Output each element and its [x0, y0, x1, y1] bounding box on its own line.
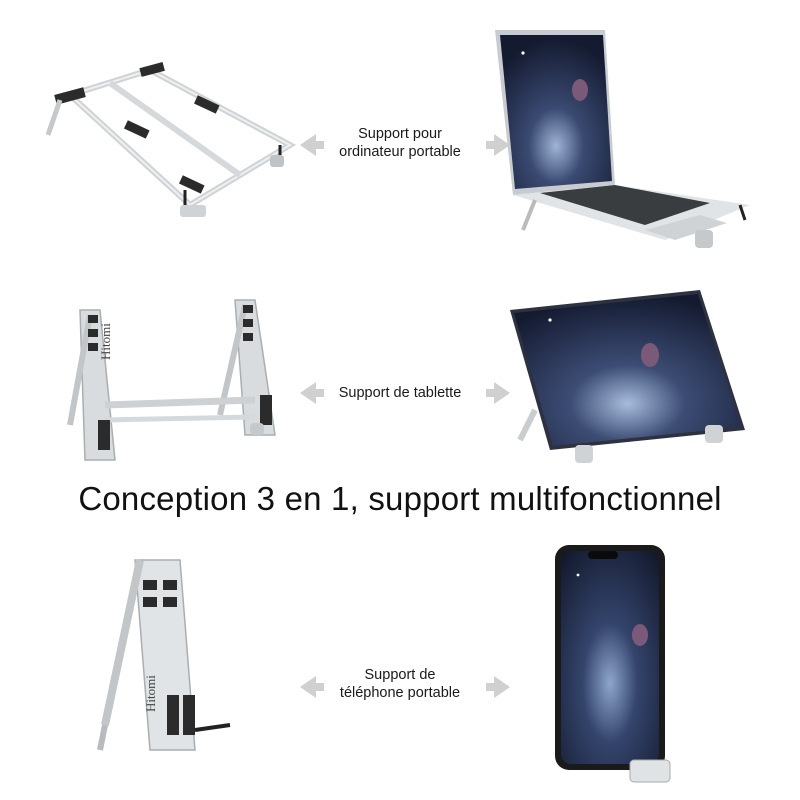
- tablet-stand-label: Support de tablette: [300, 384, 500, 402]
- label-line: Support de: [364, 667, 436, 683]
- phone-stand-label: Support de téléphone portable: [300, 666, 500, 702]
- phone-on-stand-photo: [555, 545, 671, 783]
- double-arrow-icon: [300, 676, 510, 698]
- label-line: Support pour: [358, 126, 442, 142]
- phone-stand-photo: [97, 559, 231, 751]
- label-line: ordinateur portable: [339, 144, 461, 160]
- brand-logo: Hitomi: [143, 675, 158, 712]
- laptop-stand-photo: [45, 62, 297, 217]
- laptop-on-stand-photo: [495, 30, 750, 248]
- double-arrow-icon: [300, 382, 510, 404]
- label-line: téléphone portable: [339, 685, 461, 701]
- double-arrow-icon: [300, 134, 510, 156]
- tablet-stand-photo: [67, 299, 276, 461]
- tablet-on-stand-photo: [510, 290, 745, 463]
- laptop-stand-label: Support pour ordinateur portable: [300, 125, 500, 161]
- headline: Conception 3 en 1, support multifonction…: [78, 480, 722, 517]
- label-line: Support de tablette: [338, 385, 462, 401]
- brand-logo: Hitomi: [98, 323, 113, 360]
